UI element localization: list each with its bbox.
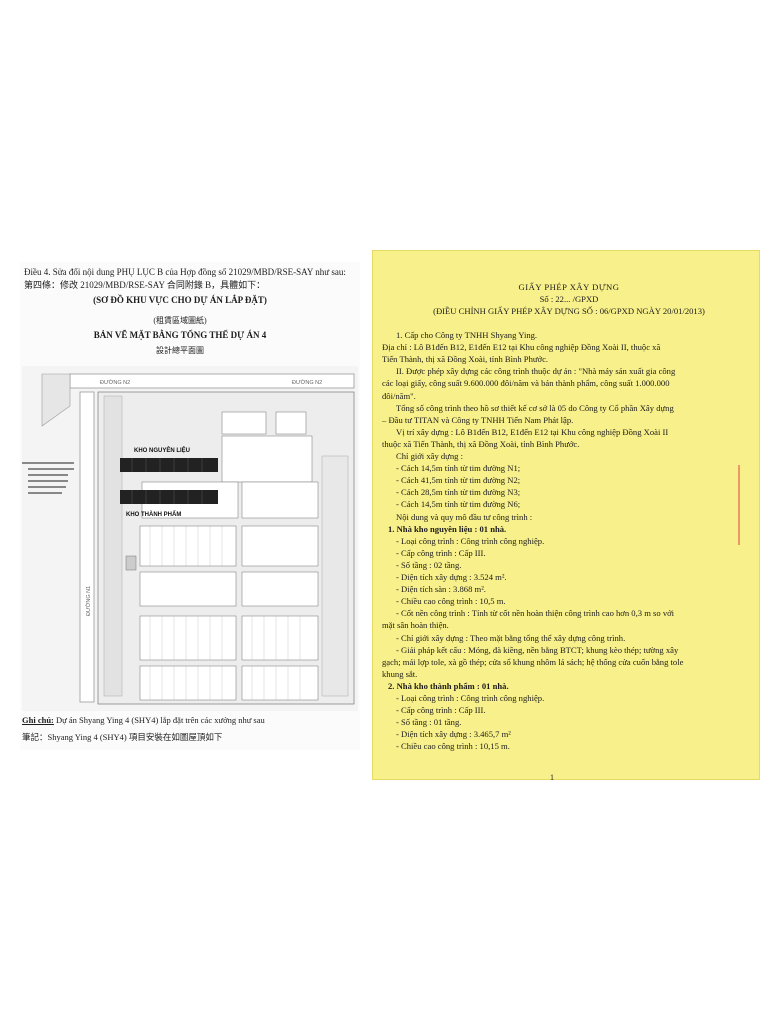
finished-product-warehouse-roof [120,490,218,504]
road-n1 [79,391,95,703]
permit-line: - Chiều cao công trình : 10,15 m. [396,741,510,752]
permit-line: mặt sân hoàn thiện. [382,620,449,631]
page-number: 1 [550,773,554,782]
permit-line: Nội dung và quy mô đầu tư công trình : [396,511,533,522]
permit-line: - Giải pháp kết cấu : Móng, đà kiềng, nề… [396,644,679,655]
finished-product-warehouse-label: KHO THÀNH PHẨM [126,511,181,518]
permit-line: đôi/năm". [382,390,416,401]
road-label-n2-left: ĐƯỜNG N2 [100,379,130,386]
building-permit-page: GIẤY PHÉP XÂY DỰNG Số : 22... /GPXD (ĐIỀ… [372,250,760,782]
installation-area-title: (SƠ ĐỒ KHU VỰC CHO DỰ ÁN LẮP ĐẶT) [93,295,267,305]
permit-line: - Chiều cao công trình : 10,5 m. [396,596,506,607]
road-label-n2-right: ĐƯỜNG N2 [292,379,322,386]
permit-line: 2. Nhà kho thành phẩm : 01 nhà. [388,680,509,691]
permit-line: khung sắt. [382,668,418,679]
permit-line: - Cách 14,5m tính từ tim đường N1; [396,463,521,474]
permit-line: – Đầu tư TITAN và Công ty TNHH Tiến Nam … [382,414,574,425]
permit-line: - Diện tích xây dựng : 3.465,7 m² [396,729,511,740]
permit-title: GIẤY PHÉP XÂY DỰNG [518,282,620,292]
permit-line: Tổng số công trình theo hồ sơ thiết kế c… [396,402,674,413]
permit-line: gạch; mái lợp tole, xà gồ thép; cửa sổ k… [382,656,684,667]
installation-area-title-chinese: (租賃區域圖紙) [153,316,207,325]
permit-line: - Diện tích sàn : 3.868 m². [396,584,486,595]
permit-line: thuộc xã Tiến Thành, thị xã Đồng Xoài, t… [382,438,580,449]
permit-line: - Cách 41,5m tính từ tim đường N2; [396,475,521,486]
raw-material-warehouse-roof [120,458,218,472]
permit-line: các loại giấy, công suất 9.600.000 đôi/n… [382,378,670,389]
permit-line: - Cách 28,5m tính từ tim đường N3; [396,487,521,498]
master-plan-title-chinese: 設計總平面圖 [156,346,204,355]
road-label-n1: ĐƯỜNG N1 [85,586,92,616]
permit-line: - Loại công trình : Công trình công nghi… [396,535,545,546]
permit-line: 1. Nhà kho nguyên liệu : 01 nhà. [388,523,507,534]
note-text: Dự án Shyang Ying 4 (SHY4) lắp đặt trên … [53,715,265,725]
site-plan-drawing: ĐƯỜNG N2 ĐƯỜNG N2 ĐƯỜNG N1 KHO NGUYÊN LI… [22,366,358,711]
article-4-heading: Điều 4. Sửa đổi nội dung PHỤ LỤC B của H… [24,267,346,277]
permit-number: Số : 22... /GPXD [539,294,599,304]
permit-line: II. Được phép xây dựng các công trình th… [396,366,676,377]
permit-line: - Chỉ giới xây dựng : Theo mặt bằng tổng… [396,632,626,643]
note-chinese: 筆記：Shyang Ying 4 (SHY4) 項目安裝在如圖屋頂如下 [22,732,223,742]
permit-line: Chỉ giới xây dựng : [396,451,463,461]
permit-line: 1. Cấp cho Công ty TNHH Shyang Ying. [396,330,538,340]
permit-line: - Cốt nền công trình : Tính từ cốt nền h… [396,608,675,619]
permit-line: Tiến Thành, thị xã Đồng Xoài, tỉnh Bình … [382,354,549,365]
permit-line: - Cấp công trình : Cấp III. [396,547,486,558]
permit-line: - Số tầng : 01 tầng. [396,717,462,728]
raw-material-warehouse-label: KHO NGUYÊN LIỆU [134,446,190,454]
permit-line: Địa chỉ : Lô B1đến B12, E1đến E12 tại Kh… [382,342,661,353]
note-prefix: Ghi chú: [22,715,54,725]
permit-line: - Cách 14,5m tính từ tim đường N6; [396,499,521,510]
permit-adjustment-reference: (ĐIỀU CHỈNH GIẤY PHÉP XÂY DỰNG SỐ : 06/G… [433,306,705,316]
permit-line: - Số tầng : 02 tầng. [396,559,462,570]
contract-amendment-page: Điều 4. Sửa đổi nội dung PHỤ LỤC B của H… [20,262,360,750]
permit-line: - Cấp công trình : Cấp III. [396,705,486,716]
master-plan-title: BẢN VẼ MẶT BẰNG TỔNG THỂ DỰ ÁN 4 [93,330,267,340]
permit-line: - Diện tích xây dựng : 3.524 m². [396,572,507,582]
article-4-heading-chinese: 第四條：修改 21029/MBD/RSE-SAY 合同附錄 B，具體如下： [24,280,266,290]
red-stamp-edge [738,465,760,545]
permit-line: Vị trí xây dựng : Lô B1đến B12, E1đến E1… [396,426,669,437]
note-vietnamese: Ghi chú: Dự án Shyang Ying 4 (SHY4) lắp … [22,715,265,726]
permit-line: - Loại công trình : Công trình công nghi… [396,693,545,703]
